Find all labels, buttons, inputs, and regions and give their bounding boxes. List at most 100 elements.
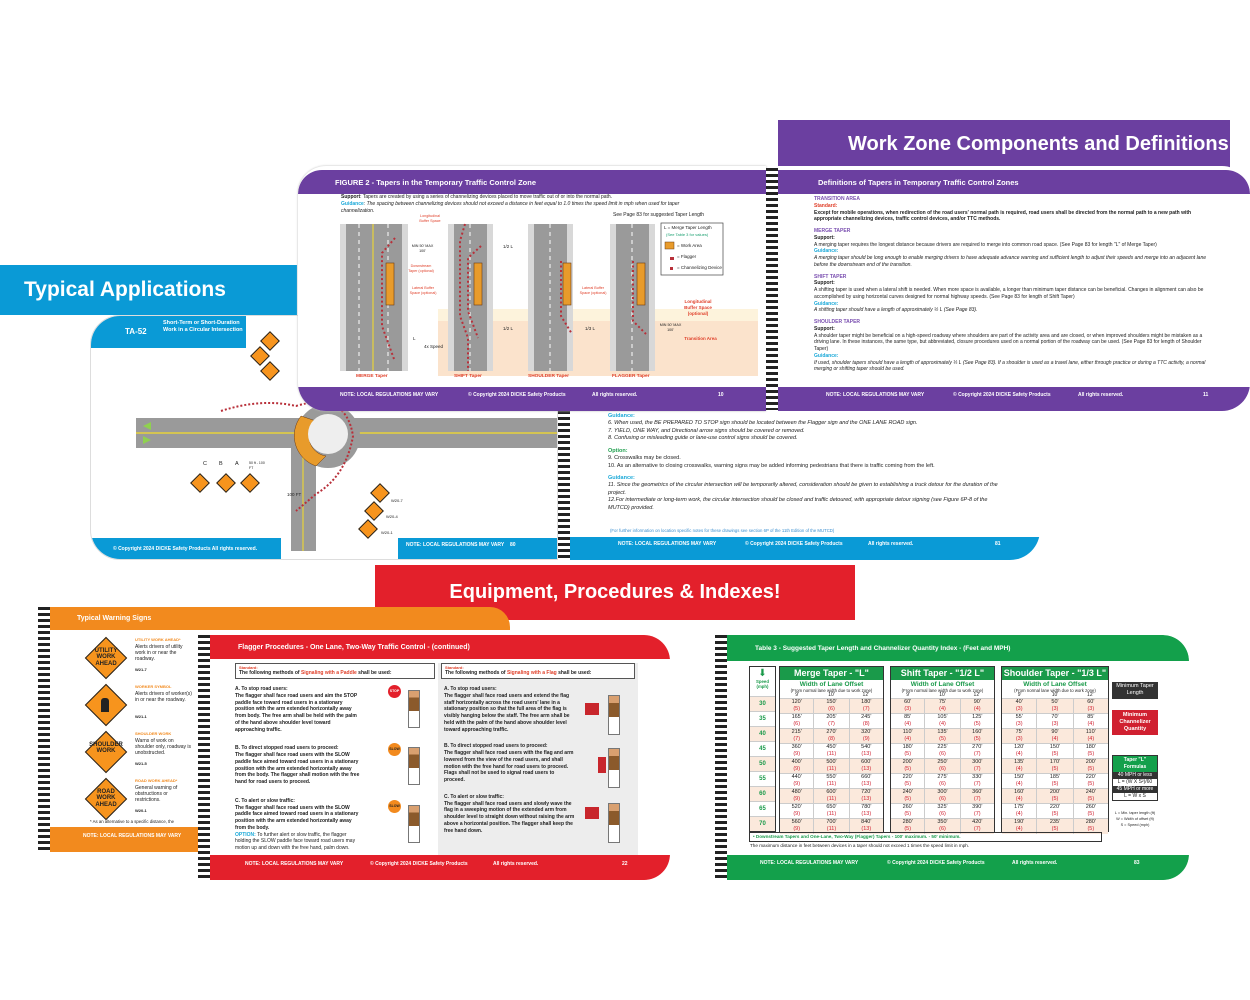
channelizer-count: (6) [939, 766, 946, 772]
taper-label: SHIFT Taper [454, 374, 482, 379]
warning-footnote: * As an alternative to a specific distan… [90, 819, 175, 824]
ta52-left-footer-right: NOTE: LOCAL REGULATIONS MAY VARY 80 [398, 538, 557, 559]
taper-length: 150' [826, 699, 837, 705]
table-cell: 270'(7) [960, 743, 994, 759]
taper-length: 330' [972, 774, 983, 780]
flagger-header: Flagger Procedures - One Lane, Two-Way T… [210, 635, 670, 659]
paddle-standard-box: Standard: The following methods of Signa… [235, 663, 435, 680]
channelizer-count: (3) [904, 706, 912, 712]
table-cell: 185'(5) [1036, 773, 1074, 789]
channelizer-count: (6) [939, 826, 946, 833]
taper-length: 720' [861, 789, 872, 795]
formula-low-label: 40 MPH or less [1113, 772, 1157, 779]
step-heading: C. To alert or slow traffic: [444, 793, 504, 800]
figure2-page: FIGURE 2 - Tapers in the Temporary Traff… [298, 166, 766, 411]
taper-length: 180' [902, 744, 913, 750]
table-cell: 240'(5) [1073, 788, 1108, 804]
table-cell: 350'(6) [924, 818, 961, 834]
footer-rights: All rights reserved. [1078, 392, 1124, 398]
taper-length: 60' [904, 699, 912, 705]
channelizer-count: (7) [973, 751, 981, 757]
taper-length: 185' [1049, 774, 1061, 780]
channelizer-count: (4) [1051, 736, 1059, 742]
taper-length: 215' [791, 729, 802, 735]
group-title: Shoulder Taper - "1/3 L" [1002, 667, 1108, 680]
channelizer-count: (8) [862, 721, 870, 727]
table-cell: 175'(4) [1002, 803, 1038, 819]
slow-paddle-icon: SLOW [388, 800, 401, 813]
standard-label: Standard: [445, 665, 464, 670]
section-text: A merging taper requires the longest dis… [814, 241, 1157, 248]
taper-length: 260' [902, 804, 913, 810]
taper-length: 220' [1049, 804, 1061, 810]
key-item: L = Min. taper length (ft) [1114, 811, 1156, 815]
table-cell: 245'(8) [849, 713, 883, 729]
distance-label: 100 FT [287, 492, 302, 497]
channelizer-count: (11) [826, 781, 837, 787]
channelizer-count: (7) [828, 721, 835, 727]
min-channel-label: Minimum Channelizer Quantity [1119, 712, 1151, 732]
table-cell: 700'(11) [813, 818, 850, 834]
footer-note: NOTE: LOCAL REGULATIONS MAY VARY [83, 833, 182, 839]
table-cell: 225'(6) [924, 743, 961, 759]
channelizer-count: (5) [1087, 751, 1095, 757]
warning-signs-title: Typical Warning Signs [77, 615, 152, 622]
sign-desc: Alerts drivers of worker(s) in or near t… [135, 691, 192, 703]
table-cell: 520'(9) [780, 803, 815, 819]
note-item: 6. When used, the BE PREPARED TO STOP si… [608, 420, 918, 427]
guidance-label: Guidance [341, 200, 364, 207]
taper-length: 240' [1085, 789, 1096, 795]
note-item: 12.For intermediate or long-term work, t… [608, 497, 988, 511]
table-row: 180'(5)225'(6)270'(7) [891, 743, 994, 759]
step-text: The flagger shall face road users with t… [235, 752, 360, 786]
channelizer-count: (9) [793, 781, 801, 787]
table-cell: 240'(5) [891, 788, 926, 804]
speed-cell: 70 [750, 816, 775, 831]
sign-code: W21-1 [135, 714, 147, 719]
definitions-header: Definitions of Tapers in Temporary Traff… [778, 170, 1250, 194]
sign-face: SHOULDER WORK [89, 742, 123, 755]
table-row: 215'(7)270'(8)320'(9) [780, 728, 883, 744]
table-cell: 360'(9) [780, 743, 815, 759]
step-heading: A. To stop road users: [235, 686, 288, 693]
taper-length: 165' [791, 714, 802, 720]
channelizer-count: (6) [939, 811, 946, 817]
channelizer-count: (4) [904, 736, 912, 742]
note-item: 10. As an alternative to closing crosswa… [608, 462, 935, 469]
channelizer-count: (5) [1051, 751, 1059, 757]
table-cell: 40'(3) [1002, 698, 1038, 714]
page-number: 10 [718, 392, 724, 398]
sign-face: UTILITY WORK AHEAD [94, 648, 118, 667]
table-cell: 110'(4) [1073, 728, 1108, 744]
taper-length: 250' [937, 759, 948, 765]
table-cell: 260'(5) [1073, 803, 1108, 819]
taper-length: 700' [826, 819, 837, 826]
channelizer-count: (4) [939, 721, 946, 727]
sign-code: W20-7 [391, 498, 403, 503]
ta52-right-footer: NOTE: LOCAL REGULATIONS MAY VARY © Copyr… [570, 537, 1040, 560]
footer-rights: All rights reserved. [1012, 860, 1058, 866]
taper-group-2: Shoulder Taper - "1/3 L" Width of Lane O… [1001, 666, 1109, 834]
taper-length: 540' [861, 744, 872, 750]
taper-length: 90' [973, 699, 981, 705]
table-cell: 500'(11) [813, 758, 850, 774]
spiral-binding [198, 635, 210, 880]
page-number: 22 [622, 861, 628, 867]
table3-title: Table 3 - Suggested Taper Length and Cha… [755, 644, 1011, 652]
sign-code: W21-7 [135, 667, 147, 672]
channelizer-count: (7) [793, 736, 801, 742]
taper-length: 40' [1015, 699, 1023, 705]
channelizer-count: (4) [1015, 826, 1023, 833]
table-cell: 330'(7) [960, 773, 994, 789]
channelizer-count: (9) [793, 796, 801, 802]
min-taper-callout: Minimum Taper Length [1112, 682, 1158, 699]
section-text: A shifting taper is used when a lateral … [814, 287, 1204, 300]
spacing-b: B [219, 461, 223, 467]
channelizer-count: (9) [793, 811, 801, 817]
flagger-footer: NOTE: LOCAL REGULATIONS MAY VARY © Copyr… [210, 855, 670, 880]
table-cell: 420'(7) [960, 818, 994, 834]
circular-intersection-diagram [136, 401, 557, 551]
label-third-l: 1/3 L [585, 326, 596, 331]
taper-length: 360' [972, 789, 983, 795]
table-row: 160'(4)200'(5)240'(5) [1002, 788, 1108, 804]
